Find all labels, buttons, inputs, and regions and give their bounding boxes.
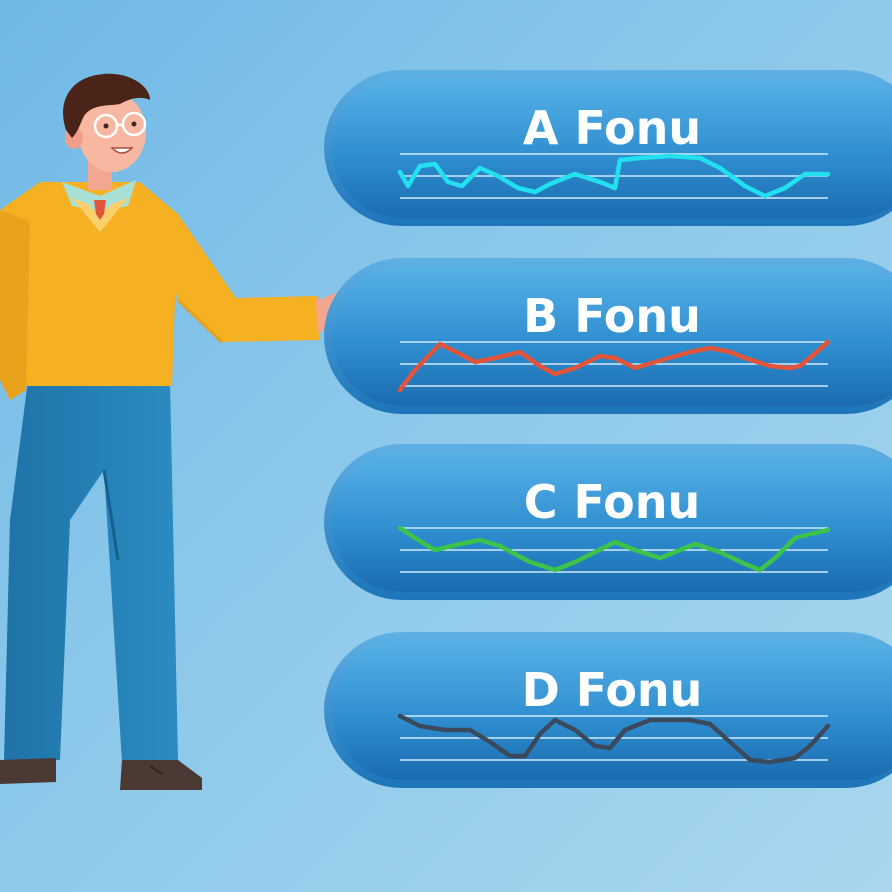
left-shoe	[0, 758, 56, 784]
face	[78, 92, 146, 172]
sweater	[0, 182, 178, 386]
fund-title: D Fonu	[522, 663, 703, 717]
fund-title: C Fonu	[524, 475, 700, 529]
right-shoe	[120, 760, 202, 790]
card-inner	[332, 78, 892, 218]
fund-performance-line	[397, 339, 831, 393]
tie	[94, 200, 106, 220]
trousers	[4, 380, 178, 762]
card-inner	[332, 452, 892, 592]
left-arm	[0, 210, 30, 400]
right-arm	[148, 200, 320, 342]
smile	[110, 147, 134, 154]
sweater-v-neck	[72, 198, 128, 232]
fund-card-b[interactable]: B Fonu	[324, 258, 892, 414]
fund-performance-line	[397, 153, 831, 199]
presenter-illustration	[0, 73, 367, 790]
fund-performance-line	[397, 525, 831, 573]
fund-title: B Fonu	[523, 289, 701, 343]
card-inner	[332, 640, 892, 780]
card-inner	[332, 266, 892, 406]
trouser-crease	[102, 469, 120, 561]
fund-card-c[interactable]: C Fonu	[324, 444, 892, 600]
fund-title: A Fonu	[523, 101, 701, 155]
hair	[63, 73, 150, 138]
fund-card-a[interactable]: A Fonu	[324, 70, 892, 226]
fund-performance-line	[397, 713, 831, 765]
glasses-icon	[93, 111, 147, 139]
fund-card-d[interactable]: D Fonu	[324, 632, 892, 788]
